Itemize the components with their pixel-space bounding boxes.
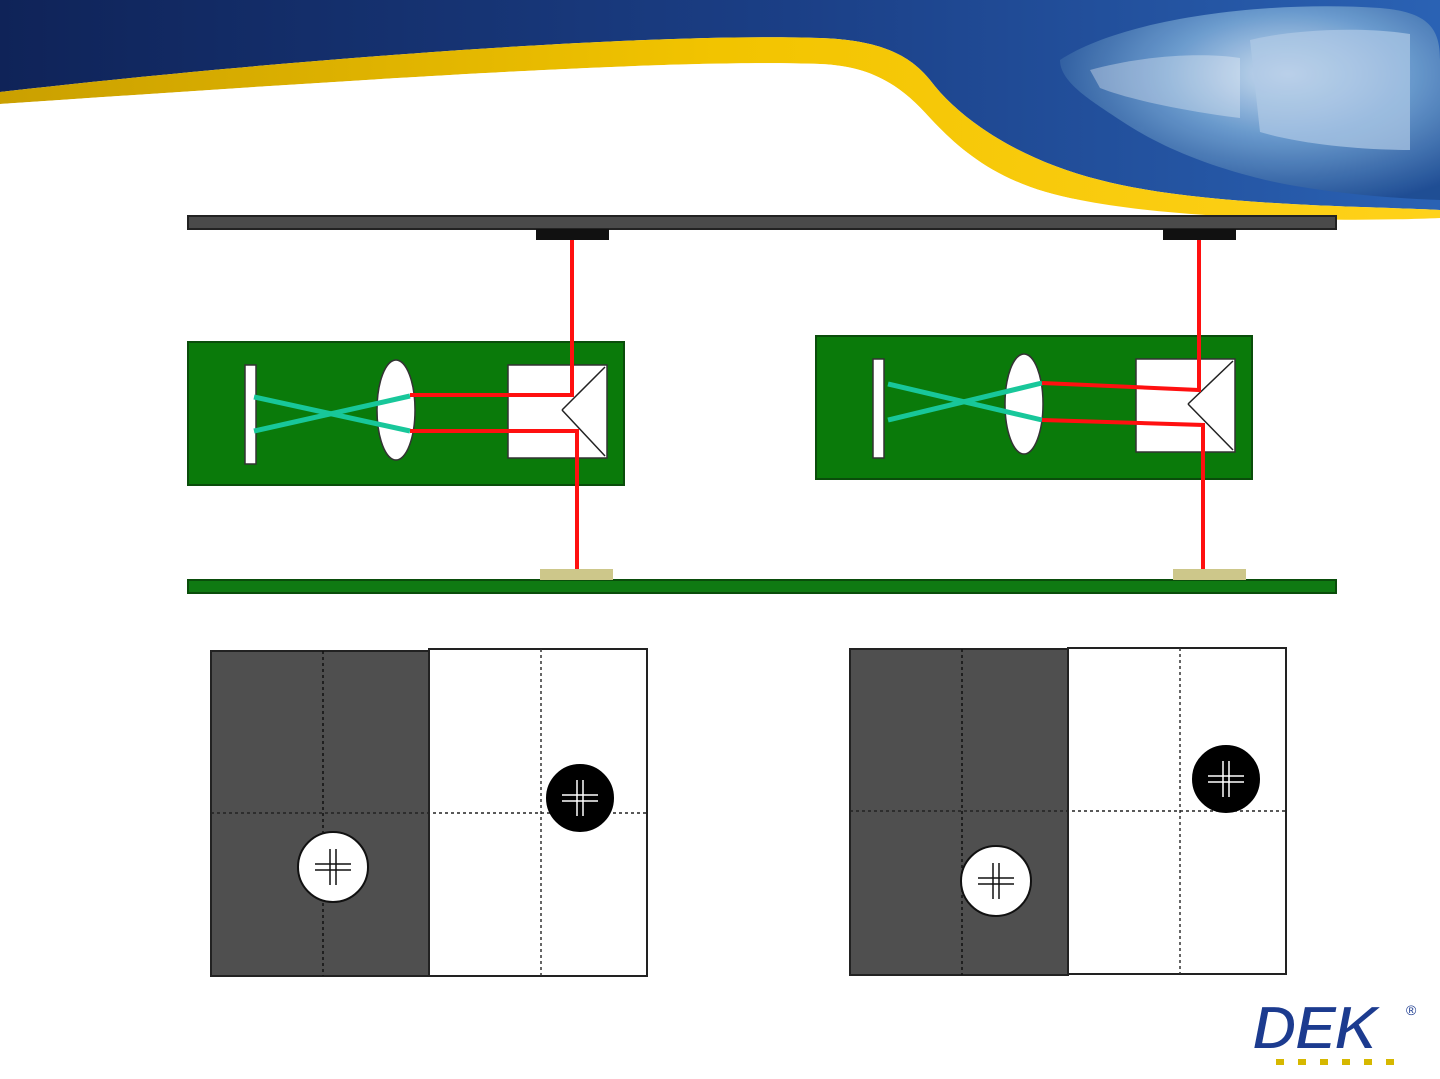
board-fiducial-left <box>540 569 613 580</box>
board-fiducial-right <box>1173 569 1246 580</box>
board-fiducial-marker <box>547 765 613 831</box>
camera-unit-left <box>188 240 624 569</box>
stencil-view <box>850 649 1068 975</box>
dek-logo: DEK ® <box>1248 993 1428 1071</box>
stencil-fiducial-left <box>536 229 609 240</box>
image-sensor <box>245 365 256 464</box>
camera-unit-right <box>816 240 1252 569</box>
stencil-fiducial-marker <box>298 832 368 902</box>
lens <box>377 360 415 460</box>
stencil-bar <box>188 216 1336 229</box>
logo-text: DEK <box>1252 994 1383 1063</box>
image-sensor <box>873 359 884 458</box>
stencil-fiducial-marker <box>961 846 1031 916</box>
lens <box>1005 354 1043 454</box>
board-fiducial-marker <box>1193 746 1259 812</box>
logo-registered: ® <box>1406 1002 1417 1018</box>
stencil-fiducial-right <box>1163 229 1236 240</box>
board-bar <box>188 580 1336 593</box>
view-panel-right <box>850 648 1286 975</box>
header-banner <box>0 0 1440 220</box>
view-panel-left <box>211 649 647 976</box>
